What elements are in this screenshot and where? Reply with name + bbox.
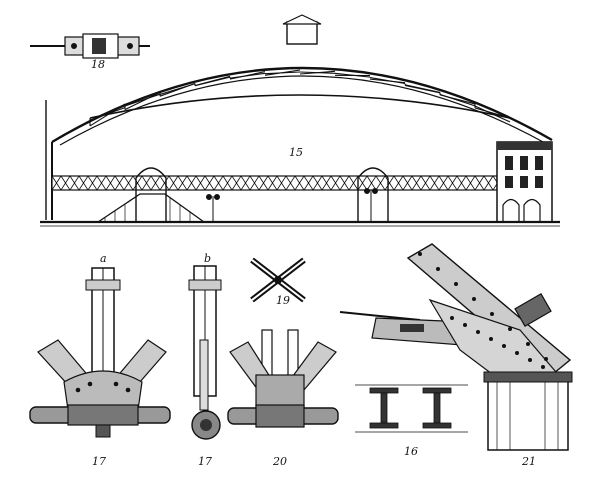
figure-17b-number: 17 bbox=[198, 455, 212, 468]
figure-16-number: 16 bbox=[404, 445, 418, 458]
figure-18-number: 18 bbox=[91, 58, 105, 71]
figure-18-rail-joint: 18 bbox=[30, 33, 150, 71]
figure-17a-letter: a bbox=[100, 252, 107, 265]
figure-16-i-sections: 16 bbox=[355, 384, 468, 458]
figure-20-number: 20 bbox=[272, 455, 287, 468]
figure-21-truss-heel: 21 bbox=[339, 243, 573, 468]
figure-17b-letter: b bbox=[204, 252, 211, 265]
figure-19-cross-brace: 19 bbox=[250, 257, 306, 307]
figure-17a-number: 17 bbox=[92, 455, 106, 468]
figure-20-cross-joint: 20 bbox=[227, 329, 339, 468]
figure-19-number: 19 bbox=[276, 294, 290, 307]
figure-17b-side-view: b 17 bbox=[188, 252, 222, 468]
figure-21-number: 21 bbox=[521, 455, 536, 468]
figure-17a-joint: a 17 bbox=[29, 252, 171, 468]
figure-15-train-shed: 15 bbox=[40, 14, 560, 227]
figure-15-number: 15 bbox=[289, 146, 303, 159]
